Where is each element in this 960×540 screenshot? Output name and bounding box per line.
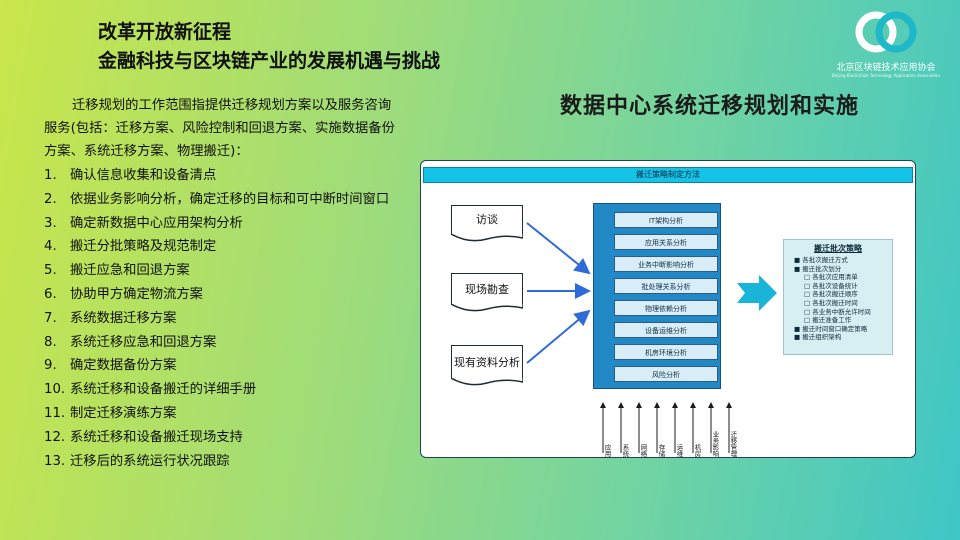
analysis-item: 应用关系分析 xyxy=(614,234,718,250)
analysis-item: IT架构分析 xyxy=(614,212,718,228)
list-item: □ 搬迁准备工作 xyxy=(804,316,852,325)
input-doc-site-survey: 现场勘查 xyxy=(450,273,523,312)
list-item: □ 各批次搬迁时间 xyxy=(804,298,858,307)
list-item: ■ 各批次搬迁方式 xyxy=(794,256,848,264)
up-arrows xyxy=(600,402,732,453)
list-item: 10.系统迁移和设备搬迁的详细手册 xyxy=(44,382,257,398)
list-item: 11.制定迁移演练方案 xyxy=(44,405,177,421)
analysis-item: 机房环境分析 xyxy=(614,344,718,360)
list-item: ■ 搬迁时间窗口确定策略 xyxy=(794,324,868,333)
analysis-item: 设备运维分析 xyxy=(614,322,718,338)
list-item: ■ 搬迁批次划分 xyxy=(794,264,842,273)
list-item: □ 各批次设备统计 xyxy=(804,281,858,290)
big-arrow-icon xyxy=(737,275,777,311)
analysis-item: 物理依赖分析 xyxy=(614,300,718,316)
arrow-line xyxy=(526,309,591,364)
list-item: □ 各批次搬迁顺序 xyxy=(804,290,858,299)
logo-subname: Beijing Blockchain Technology Applicatio… xyxy=(832,73,940,78)
strategy-list: ■ 各批次搬迁方式 ■ 搬迁批次划分 □ 各批次应用清单 □ 各批次设备统计 □… xyxy=(784,256,892,342)
output-label: 网络 xyxy=(639,444,647,457)
section-title: 数据中心系统迁移规划和实施 xyxy=(560,94,860,119)
list-item: ■ 搬迁组织架构 xyxy=(794,333,842,342)
output-label: 迁移管理 xyxy=(729,431,737,457)
steps-list: 1.确认信息收集和设备清点 2.依据业务影响分析，确定迁移的目标和可中断时间窗口… xyxy=(44,164,404,473)
migration-diagram: 搬迁策略制定方法 访谈 现场勘查 xyxy=(420,160,916,458)
output-label: 存储 xyxy=(657,444,665,457)
intro-text: 迁移规划的工作范围指提供迁移规划方案以及服务咨询服务(包括：迁移方案、风险控制和… xyxy=(44,98,395,159)
output-label: 应用 xyxy=(603,444,611,457)
list-item: 3.确定新数据中心应用架构分析 xyxy=(44,215,243,231)
input-doc-interview: 访谈 xyxy=(450,205,523,242)
list-item: □ 各批次应用清单 xyxy=(804,273,858,282)
list-item: 12.系统迁移和设备搬迁现场支持 xyxy=(44,429,243,445)
list-item: 6.协助甲方确定物流方案 xyxy=(44,286,203,302)
output-label: 业务影响 xyxy=(711,431,719,457)
list-item: 2.依据业务影响分析，确定迁移的目标和可中断时间窗口 xyxy=(44,191,390,207)
page-title: 改革开放新征程 xyxy=(98,21,232,43)
list-item: 13.迁移后的系统运行状况跟踪 xyxy=(44,453,230,469)
logo-name: 北京区块链技术应用协会 xyxy=(836,63,936,73)
list-item: 8.系统迁移应急和回退方案 xyxy=(44,334,217,350)
association-logo: 北京区块链技术应用协会 Beijing Blockchain Technolog… xyxy=(826,10,946,78)
diagram-arrows xyxy=(526,222,777,453)
analysis-item: 风险分析 xyxy=(614,366,718,382)
list-item: 4.搬迁分批策略及规范制定 xyxy=(44,239,217,255)
output-label: 系统 xyxy=(621,444,629,457)
input-doc-existing-docs: 现有资料分析 xyxy=(450,345,523,386)
analysis-item: 业务中断影响分析 xyxy=(614,256,718,272)
list-item: 1.确认信息收集和设备清点 xyxy=(44,168,217,183)
logo-mark-icon xyxy=(855,11,917,53)
intro-paragraph: 迁移规划的工作范围指提供迁移规划方案以及服务咨询服务(包括：迁移方案、风险控制和… xyxy=(44,94,404,163)
strategy-title: 搬迁批次策略 xyxy=(814,244,862,253)
arrow-line xyxy=(526,222,591,275)
list-item: 5.搬迁应急和回退方案 xyxy=(44,263,190,279)
output-label: 运维 xyxy=(675,444,683,457)
list-item: □ 各业务中断允许时间 xyxy=(804,307,871,316)
list-item: 9.确定数据备份方案 xyxy=(44,358,177,374)
page-subtitle: 金融科技与区块链产业的发展机遇与挑战 xyxy=(98,50,441,72)
diagram-header: 搬迁策略制定方法 xyxy=(423,167,913,183)
output-label: 机房 xyxy=(693,444,701,457)
output-labels: 应用 系统 网络 存储 运维 机房 业务影响 迁移管理 xyxy=(596,409,756,457)
analysis-item: 批处理关系分析 xyxy=(614,278,718,294)
analysis-panel: IT架构分析 应用关系分析 业务中断影响分析 批处理关系分析 物理依赖分析 设备… xyxy=(593,203,721,389)
strategy-box: 搬迁批次策略 ■ 各批次搬迁方式 ■ 搬迁批次划分 □ 各批次应用清单 □ 各批… xyxy=(783,239,893,355)
list-item: 7.系统数据迁移方案 xyxy=(44,310,177,326)
